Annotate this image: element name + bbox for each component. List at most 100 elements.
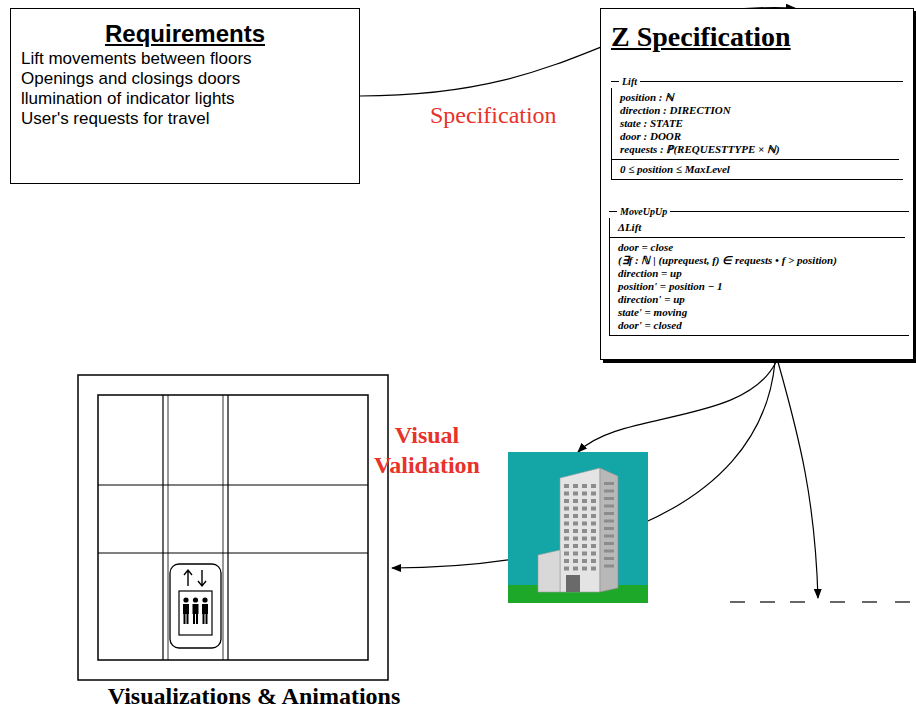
window: [604, 527, 614, 530]
schema-line: 0 ≤ position ≤ MaxLevel: [620, 163, 899, 176]
window: [564, 522, 569, 526]
schema-line: position' = position − 1: [618, 280, 905, 293]
window: [564, 544, 569, 548]
window: [591, 537, 596, 541]
window: [591, 484, 596, 488]
window: [582, 514, 587, 518]
heading: Requirements: [21, 19, 349, 49]
window: [564, 499, 569, 503]
z-schema: MoveUpUpΔLift door = close(∃f : ℕ | (upre…: [609, 205, 909, 336]
schema-line: state : STATE: [620, 117, 899, 130]
window: [604, 535, 614, 538]
window: [573, 559, 578, 563]
window: [582, 544, 587, 548]
window: [591, 499, 596, 503]
requirement-item: User's requests for travel: [21, 109, 349, 129]
window: [604, 550, 614, 553]
heading: Z Specification: [611, 21, 791, 53]
window: [582, 559, 587, 563]
requirements-box: RequirementsLift movements between floor…: [10, 8, 360, 184]
schema-separator: [610, 237, 905, 238]
z-schema: Liftposition : ℕdirection : DIRECTIONsta…: [611, 75, 903, 180]
window: [582, 537, 587, 541]
requirement-item: Openings and closings doors: [21, 69, 349, 89]
window: [591, 567, 596, 571]
window: [591, 514, 596, 518]
window: [582, 492, 587, 496]
schema-body: position : ℕdirection : DIRECTIONstate :…: [611, 88, 903, 180]
window: [604, 557, 614, 560]
window: [573, 544, 578, 548]
window: [564, 559, 569, 563]
window: [591, 492, 596, 496]
window: [591, 544, 596, 548]
schema-name: Lift: [619, 75, 640, 88]
window: [582, 499, 587, 503]
window: [604, 497, 614, 500]
window: [564, 492, 569, 496]
schema-line: position : ℕ: [620, 91, 899, 104]
schema-line: ΔLift: [618, 221, 905, 234]
schema-line: (∃f : ℕ | (uprequest, f) ∈ requests • f …: [618, 254, 905, 267]
schema-header: MoveUpUp: [609, 205, 909, 218]
window: [604, 565, 614, 568]
schema-line: state' = moving: [618, 306, 905, 319]
window: [604, 482, 614, 485]
window: [564, 484, 569, 488]
more-dashes: [730, 601, 910, 602]
window: [591, 522, 596, 526]
window: [604, 490, 614, 493]
window: [564, 552, 569, 556]
schema-body: ΔLift door = close(∃f : ℕ | (uprequest, f…: [609, 218, 909, 336]
window: [582, 484, 587, 488]
schema-rule: [670, 211, 909, 212]
window: [604, 505, 614, 508]
schema-header: Lift: [611, 75, 903, 88]
figure-caption: Visualizations & Animations: [44, 683, 464, 710]
window: [582, 552, 587, 556]
window: [591, 529, 596, 533]
window: [591, 552, 596, 556]
requirement-item: Lift movements between floors: [21, 49, 349, 69]
lift-visualization: [78, 375, 388, 680]
window: [564, 514, 569, 518]
schema-separator: [612, 159, 899, 160]
schema-rule: [609, 211, 617, 212]
schema-line: direction : DIRECTION: [620, 104, 899, 117]
specification-box: Z SpecificationLiftposition : ℕdirection…: [600, 8, 914, 360]
schema-rule: [611, 81, 619, 82]
schema-line: door' = closed: [618, 319, 905, 332]
window: [573, 552, 578, 556]
window: [573, 484, 578, 488]
schema-line: direction = up: [618, 267, 905, 280]
window: [604, 542, 614, 545]
schema-rule: [640, 81, 903, 82]
schema-name: MoveUpUp: [617, 205, 670, 218]
window: [564, 537, 569, 541]
validation-arrows: [392, 362, 818, 598]
window: [564, 507, 569, 511]
window: [573, 492, 578, 496]
arrow-label: Visual Validation: [362, 420, 492, 480]
window: [591, 507, 596, 511]
window: [564, 567, 569, 571]
edge-label: Specification: [428, 102, 559, 129]
window: [573, 507, 578, 511]
window: [564, 529, 569, 533]
window: [582, 529, 587, 533]
window: [604, 520, 614, 523]
requirement-item: llumination of indicator lights: [21, 89, 349, 109]
schema-line: door : DOOR: [620, 130, 899, 143]
window: [573, 499, 578, 503]
window: [573, 567, 578, 571]
schema-line: direction' = up: [618, 293, 905, 306]
window: [582, 567, 587, 571]
window: [573, 529, 578, 533]
window: [573, 514, 578, 518]
window: [604, 512, 614, 515]
building-picture: [508, 452, 648, 603]
window: [573, 537, 578, 541]
schema-line: door = close: [618, 241, 905, 254]
window: [591, 559, 596, 563]
window: [582, 522, 587, 526]
